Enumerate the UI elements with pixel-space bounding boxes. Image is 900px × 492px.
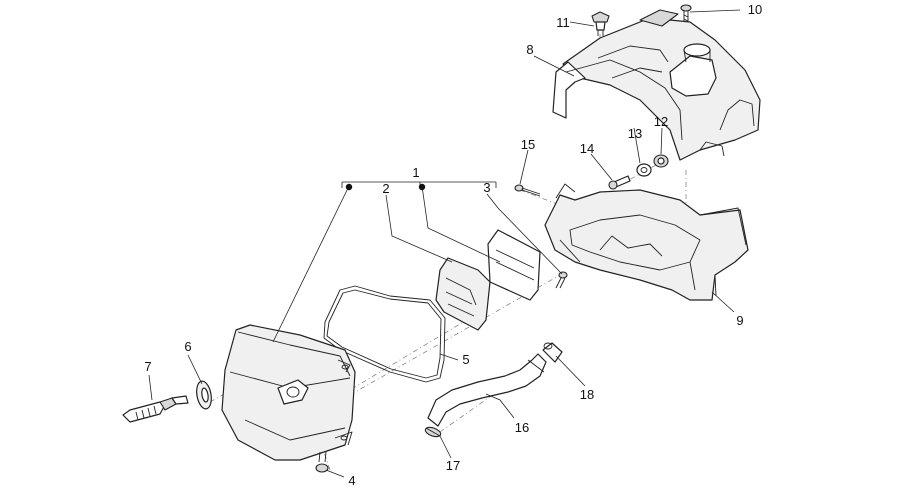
callout-13: 13 (628, 126, 642, 141)
part-11-breather-valve (591, 11, 610, 36)
callout-11: 11 (556, 15, 570, 30)
part-17-hose-clamp (424, 426, 442, 438)
part-15-screw (514, 184, 541, 197)
part-2-baffle-plate (435, 257, 491, 331)
callout-17: 17 (446, 458, 460, 473)
part-14-bolt (608, 175, 631, 190)
callout-14: 14 (580, 141, 594, 156)
callout-16: 16 (515, 420, 529, 435)
part-1-valve-cover (221, 324, 356, 461)
bullet-dot (345, 183, 353, 191)
callout-7: 7 (144, 359, 151, 374)
leader-lines (148, 9, 741, 478)
callout-1: 1 (412, 165, 419, 180)
callout-10: 10 (748, 2, 762, 17)
callout-labels: 1 2 3 4 5 6 7 8 9 10 11 12 13 14 15 16 1… (144, 2, 762, 488)
part-9-lower-shroud (544, 183, 749, 301)
callout-4: 4 (348, 473, 355, 487)
callout-5: 5 (462, 352, 469, 367)
callout-8: 8 (526, 42, 533, 57)
part-3-plate (487, 229, 568, 301)
callout-9: 9 (736, 313, 743, 328)
callout-3: 3 (483, 180, 490, 195)
part-4-bolt (315, 451, 329, 473)
callout-2: 2 (382, 181, 389, 196)
part-12-grommet (653, 154, 669, 168)
part-8-upper-cover (552, 9, 761, 161)
callout-18: 18 (580, 387, 594, 402)
part-16-breather-hose (427, 353, 547, 427)
part-6-seal-ring (196, 380, 212, 410)
callout-6: 6 (184, 339, 191, 354)
part-13-washer (636, 163, 652, 177)
part-7-spark-plug (122, 395, 189, 423)
callout-12: 12 (654, 114, 668, 129)
bullet-dots (345, 183, 426, 191)
callout-15: 15 (521, 137, 535, 152)
bullet-dot (418, 183, 426, 191)
